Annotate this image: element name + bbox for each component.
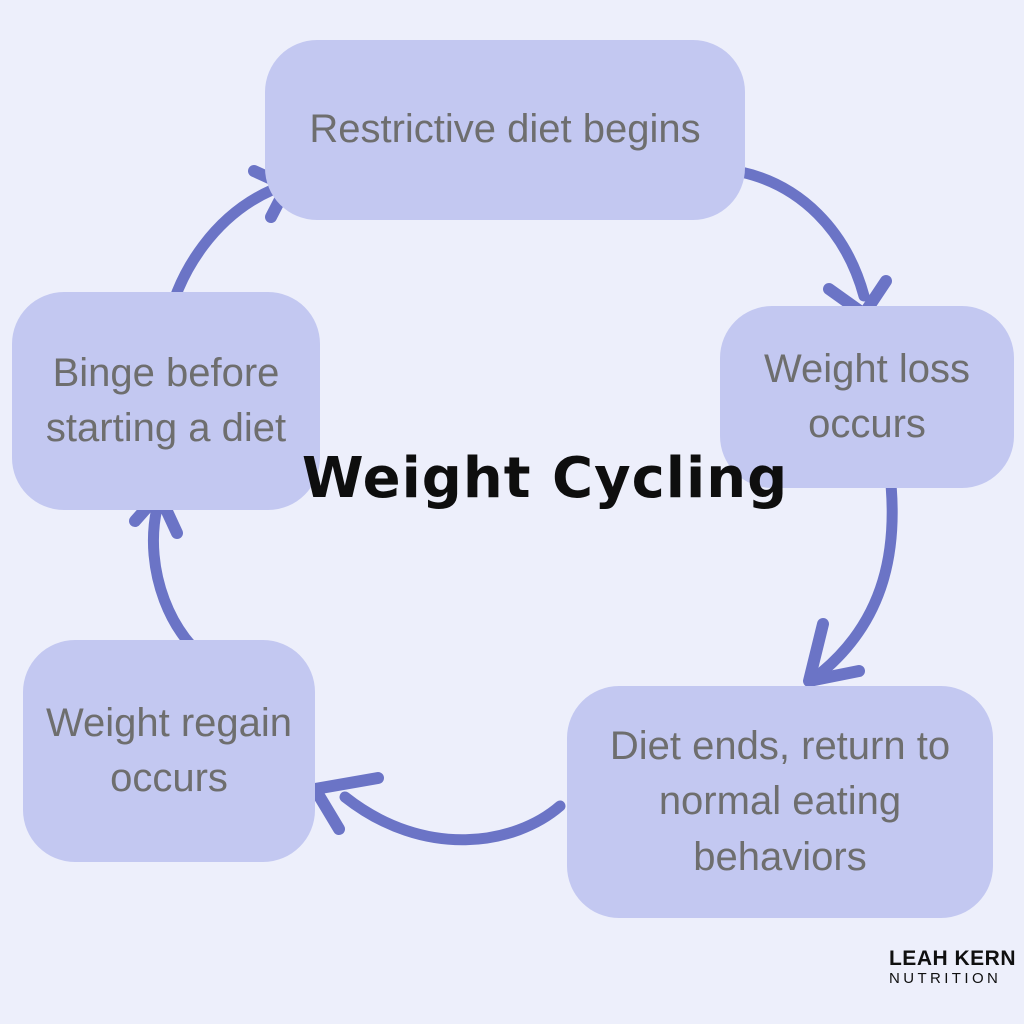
brand-name: LEAH KERN bbox=[888, 947, 1016, 970]
node-label: Binge before starting a diet bbox=[45, 350, 287, 450]
node-weight-regain-occurs: Weight regain occurs bbox=[23, 640, 315, 862]
node-diet-ends-return-to-normal: Diet ends, return to normal eating behav… bbox=[567, 686, 993, 918]
node-label: Weight regain occurs bbox=[45, 700, 293, 800]
node-weight-loss-occurs: Weight loss occurs bbox=[720, 306, 1014, 488]
brand-subtitle: NUTRITION bbox=[888, 970, 1002, 987]
node-restrictive-diet-begins: Restrictive diet begins bbox=[265, 40, 745, 220]
brand-logo: LEAH KERN NUTRITION bbox=[889, 948, 1016, 986]
arrow-diet-ends-to-weight-regain-icon bbox=[309, 772, 566, 846]
node-binge-before-starting-a-diet: Binge before starting a diet bbox=[12, 292, 320, 510]
arrow-restrictive-to-weight-loss-icon bbox=[735, 166, 892, 320]
diagram-title: Weight Cycling bbox=[301, 446, 789, 511]
arrow-weight-regain-to-binge-icon bbox=[129, 488, 219, 669]
arrow-weight-loss-to-diet-ends-icon bbox=[803, 460, 898, 687]
node-label: Diet ends, return to normal eating behav… bbox=[609, 724, 951, 879]
node-label: Weight loss occurs bbox=[763, 346, 970, 446]
node-label: Restrictive diet begins bbox=[309, 107, 701, 152]
